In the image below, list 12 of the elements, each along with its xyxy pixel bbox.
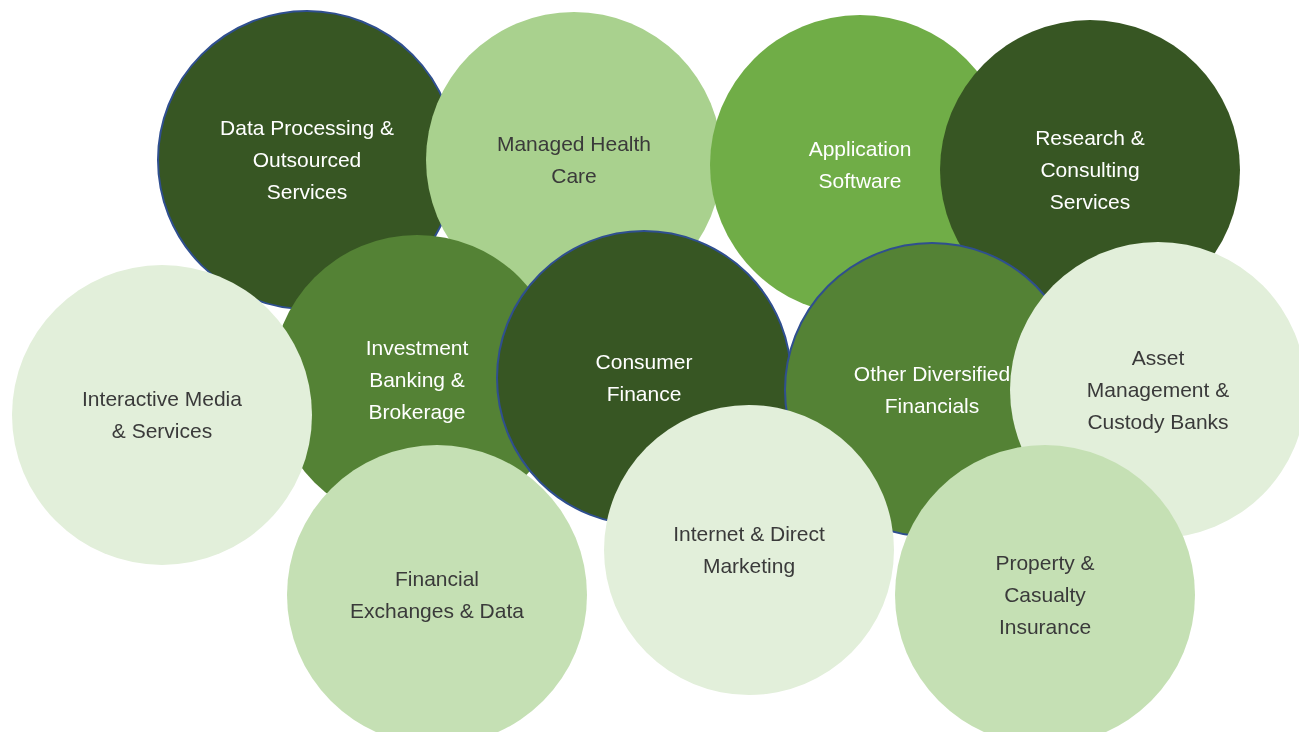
bubble-label: Application Software bbox=[807, 136, 913, 194]
bubble-label: Research & Consulting Services bbox=[1034, 125, 1146, 215]
bubble-label: Property & Casualty Insurance bbox=[994, 550, 1096, 640]
bubble-label: Asset Management & Custody Banks bbox=[1085, 345, 1231, 435]
bubble-label: Internet & Direct Marketing bbox=[672, 521, 826, 579]
bubble-label: Investment Banking & Brokerage bbox=[364, 335, 470, 425]
bubble-label: Financial Exchanges & Data bbox=[349, 566, 525, 624]
bubble-label: Managed Health Care bbox=[495, 131, 653, 189]
bubble-label: Data Processing & Outsourced Services bbox=[219, 115, 395, 205]
bubble-label: Interactive Media & Services bbox=[81, 386, 243, 444]
bubble-label: Other Diversified Financials bbox=[852, 361, 1012, 419]
bubble-label: Consumer Finance bbox=[594, 349, 694, 407]
